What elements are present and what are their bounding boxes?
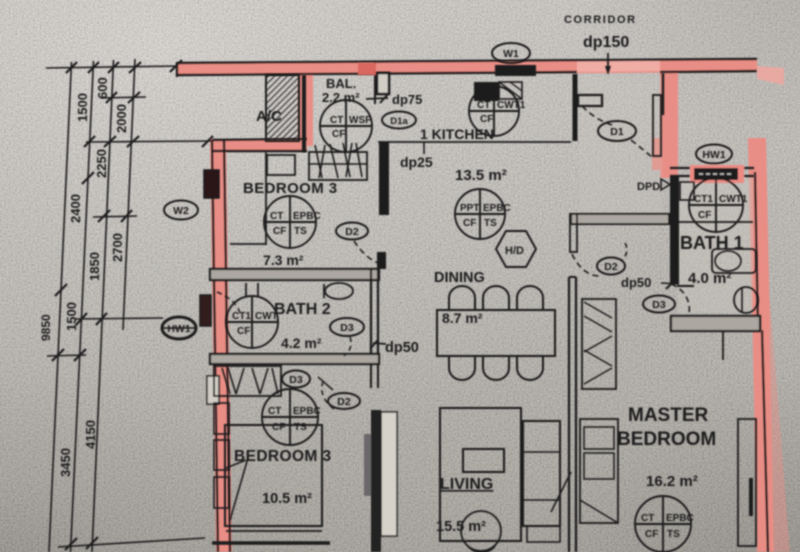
svg-text:2700: 2700: [110, 233, 125, 262]
svg-text:CF: CF: [480, 114, 493, 125]
svg-text:2.2 m²: 2.2 m²: [322, 90, 360, 105]
svg-text:600: 600: [95, 77, 110, 99]
svg-text:HW1: HW1: [702, 149, 725, 161]
svg-text:WSP: WSP: [349, 115, 372, 126]
svg-text:13.5 m²: 13.5 m²: [455, 167, 507, 184]
svg-text:TS: TS: [294, 422, 307, 433]
svg-text:BATH 2: BATH 2: [274, 301, 331, 318]
svg-text:3450: 3450: [58, 448, 73, 477]
svg-text:EPBC: EPBC: [293, 211, 321, 222]
svg-text:CF: CF: [332, 129, 345, 140]
svg-text:2000: 2000: [114, 104, 129, 133]
svg-text:CWT: CWT: [255, 311, 278, 322]
svg-text:DPD: DPD: [637, 181, 660, 193]
svg-text:10.5 m²: 10.5 m²: [262, 491, 312, 507]
svg-text:CF: CF: [272, 422, 285, 433]
svg-text:CT: CT: [641, 513, 654, 524]
svg-text:CT1: CT1: [232, 311, 251, 322]
svg-text:2250: 2250: [94, 149, 109, 178]
svg-text:DINING: DINING: [434, 270, 485, 286]
svg-text:CWT1: CWT1: [719, 194, 748, 205]
svg-text:15.5 m²: 15.5 m²: [436, 519, 486, 535]
svg-text:7.3 m²: 7.3 m²: [263, 252, 304, 268]
svg-text:LIVING: LIVING: [440, 476, 493, 493]
svg-text:W1: W1: [503, 48, 519, 60]
svg-text:D3: D3: [289, 374, 303, 386]
svg-text:D2: D2: [604, 261, 618, 273]
svg-text:1500: 1500: [64, 302, 79, 331]
svg-text:BATH 1: BATH 1: [680, 233, 744, 253]
svg-text:EPBC: EPBC: [483, 203, 511, 214]
svg-text:1850: 1850: [87, 252, 102, 281]
svg-text:H/D: H/D: [505, 245, 524, 257]
svg-text:CF: CF: [463, 218, 476, 229]
svg-text:1500: 1500: [75, 93, 90, 122]
svg-text:dp50: dp50: [385, 340, 419, 356]
svg-text:D1a: D1a: [390, 116, 408, 127]
svg-text:dp75: dp75: [392, 92, 422, 107]
svg-text:CORRIDOR: CORRIDOR: [564, 14, 637, 26]
svg-text:D2: D2: [345, 226, 359, 238]
svg-text:CWT1: CWT1: [497, 100, 526, 111]
svg-text:BEDROOM: BEDROOM: [617, 429, 716, 450]
svg-text:CT1: CT1: [694, 194, 713, 205]
svg-text:BEDROOM 3: BEDROOM 3: [234, 448, 331, 465]
svg-text:4.0 m²: 4.0 m²: [688, 270, 731, 287]
svg-text:CF: CF: [698, 210, 711, 221]
svg-text:BAL.: BAL.: [326, 76, 356, 91]
svg-text:9850: 9850: [39, 314, 53, 341]
svg-text:TS: TS: [667, 529, 680, 540]
svg-text:CF: CF: [237, 326, 250, 337]
svg-text:D1: D1: [610, 126, 624, 138]
svg-text:4150: 4150: [83, 420, 98, 449]
svg-text:16.2 m²: 16.2 m²: [646, 473, 698, 490]
svg-text:EPBC: EPBC: [293, 406, 321, 417]
svg-text:CT: CT: [330, 115, 343, 126]
svg-text:dp150: dp150: [583, 34, 629, 51]
svg-text:4.2 m²: 4.2 m²: [281, 335, 322, 351]
svg-text:D3: D3: [340, 322, 354, 334]
svg-text:1 KITCHEN: 1 KITCHEN: [420, 126, 494, 142]
svg-text:CF: CF: [273, 226, 286, 237]
svg-text:CT: CT: [477, 100, 490, 111]
svg-text:EPBC: EPBC: [666, 513, 694, 524]
svg-text:BEDROOM 3: BEDROOM 3: [243, 180, 337, 197]
svg-text:TS: TS: [294, 226, 307, 237]
svg-text:MASTER: MASTER: [628, 405, 709, 426]
svg-text:dp50: dp50: [621, 275, 651, 290]
svg-text:2400: 2400: [68, 194, 83, 223]
svg-text:8.7 m²: 8.7 m²: [442, 310, 483, 326]
svg-text:dp25: dp25: [400, 154, 433, 170]
svg-text:TS: TS: [484, 218, 497, 229]
svg-text:W2: W2: [173, 205, 189, 217]
svg-text:CF: CF: [645, 529, 658, 540]
svg-text:CT: CT: [268, 406, 281, 417]
svg-text:A/C: A/C: [256, 108, 282, 125]
svg-text:PPT: PPT: [460, 203, 479, 214]
svg-text:CT: CT: [270, 211, 283, 222]
svg-text:D2: D2: [337, 396, 351, 408]
svg-text:D3: D3: [652, 299, 666, 311]
svg-text:HW1: HW1: [167, 323, 190, 335]
